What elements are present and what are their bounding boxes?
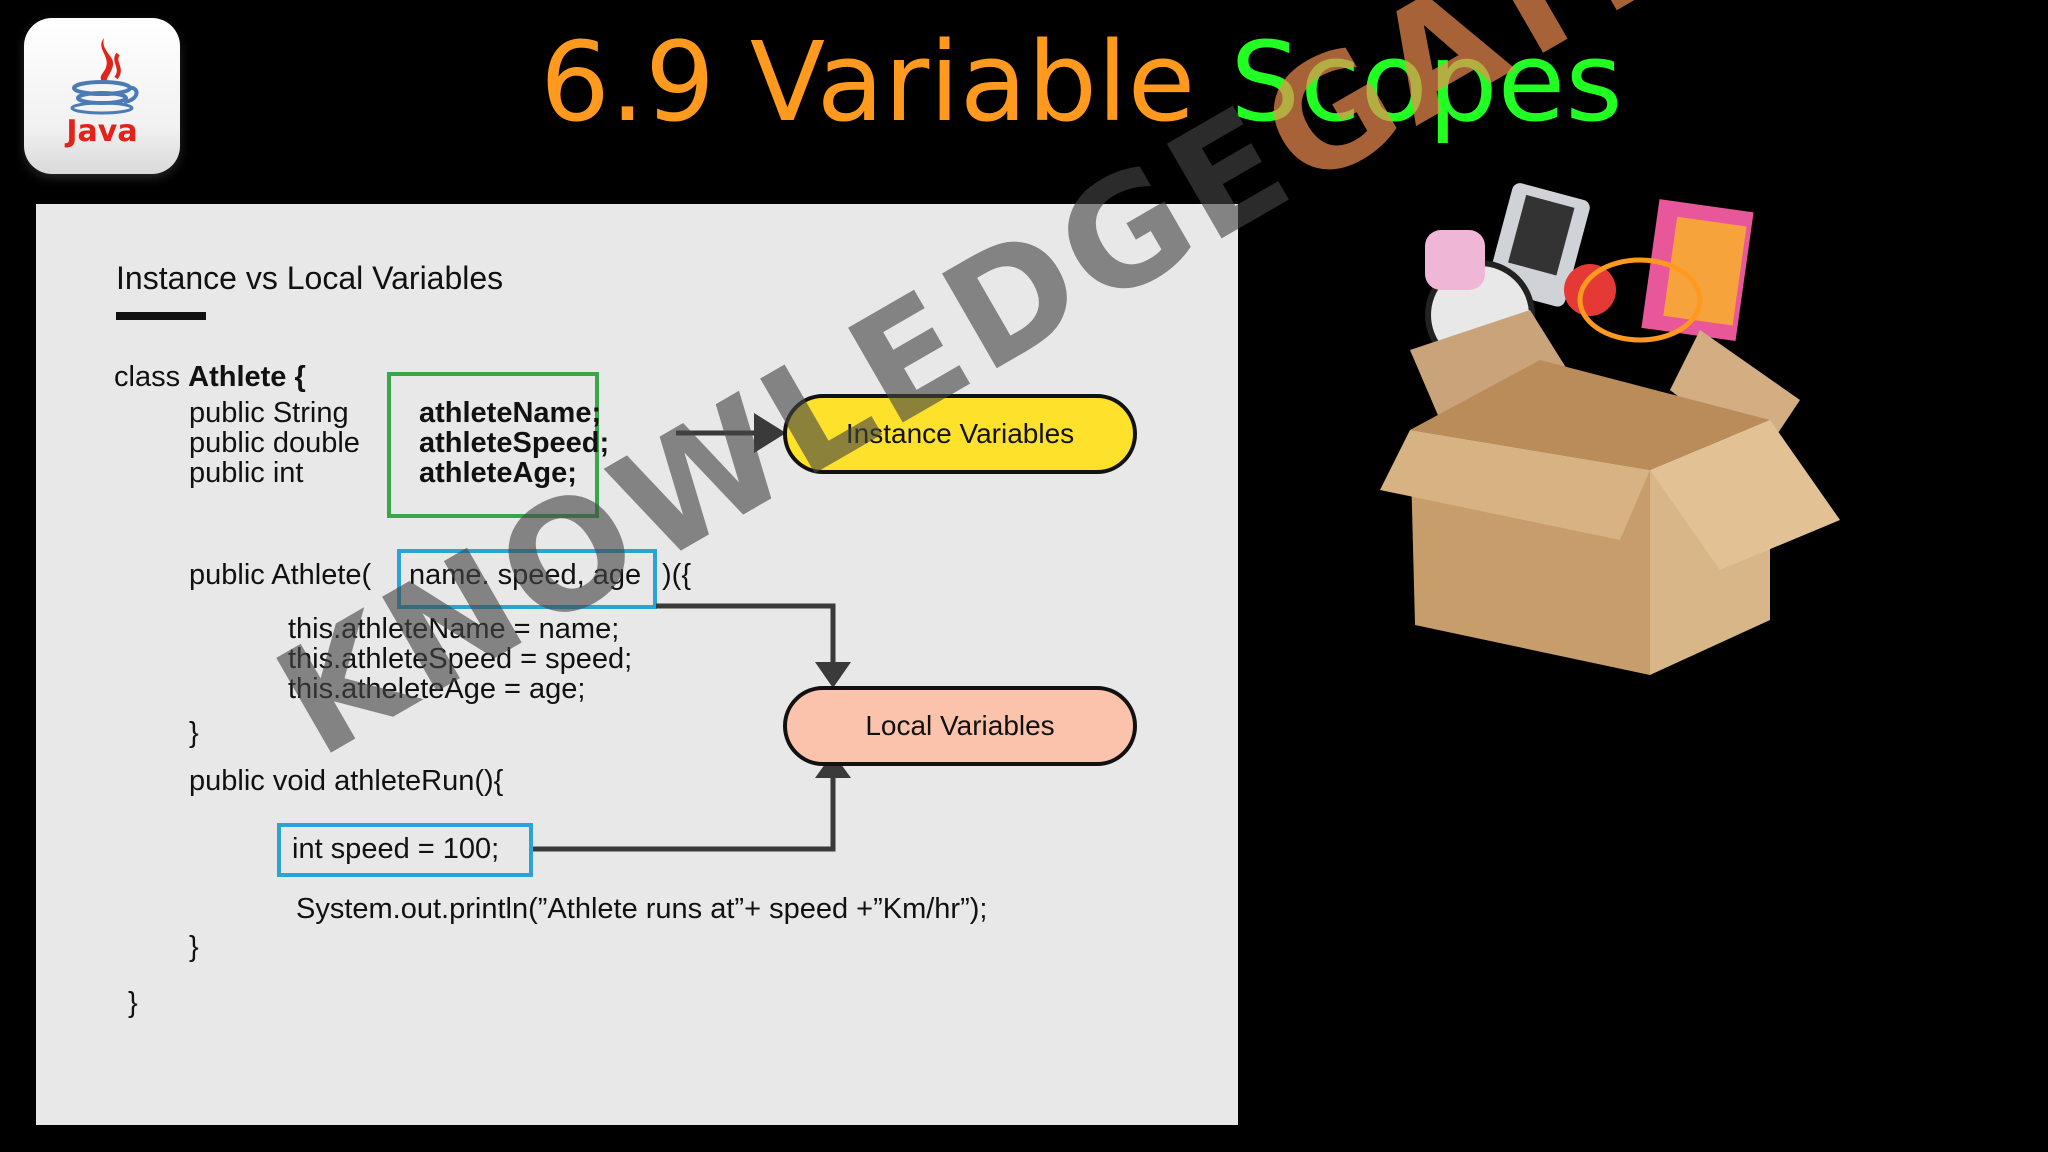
constructor-body-line-3: this.atheleteAge = age; (288, 673, 586, 705)
constructor-body-line-1: this.athleteName = name; (288, 613, 620, 645)
constructor-prefix: public Athlete( (189, 559, 372, 591)
class-name: Athlete { (188, 361, 306, 393)
connector-arrows (533, 413, 851, 852)
method-close: } (189, 931, 199, 963)
local-variables-label: Local Variables (783, 686, 1137, 766)
heading-underline (116, 312, 206, 320)
constructor-params-box (397, 549, 657, 609)
java-coffee-cup-icon (70, 38, 139, 115)
class-close: } (128, 987, 138, 1019)
constructor-params: name. speed, age (409, 559, 642, 591)
field-name-3: athleteAge; (419, 457, 577, 489)
local-variable-box (277, 823, 533, 877)
page-title: 6.9 Variable Scopes (540, 22, 1623, 142)
cardboard-box-illustration (1380, 183, 1840, 675)
field-name-1: athleteName; (419, 397, 602, 429)
local-variable-declaration: int speed = 100; (292, 833, 500, 865)
method-declaration: public void athleteRun(){ (189, 765, 504, 797)
instance-variables-label: Instance Variables (783, 394, 1137, 474)
slide-heading: Instance vs Local Variables (116, 260, 504, 296)
class-keyword: class (114, 361, 181, 393)
field-type-1: public String (189, 397, 349, 429)
print-statement: System.out.println(”Athlete runs at”+ sp… (296, 893, 988, 925)
constructor-suffix: )({ (662, 559, 691, 591)
title-highlight-word: Scopes (1230, 18, 1623, 146)
class-declaration: class Athlete { (114, 362, 306, 392)
constructor-body-line-2: this.athleteSpeed = speed; (288, 643, 633, 675)
instance-variables-box (387, 372, 599, 518)
title-number-word: 6.9 Variable (540, 18, 1196, 146)
slide-panel: Instance vs Local Variables class Athlet… (36, 204, 1238, 1125)
java-logo: Java (24, 18, 180, 174)
field-type-3: public int (189, 457, 304, 489)
field-name-2: athleteSpeed; (419, 427, 610, 459)
java-logo-text: Java (66, 114, 138, 149)
constructor-close: } (189, 717, 199, 749)
field-type-2: public double (189, 427, 360, 459)
